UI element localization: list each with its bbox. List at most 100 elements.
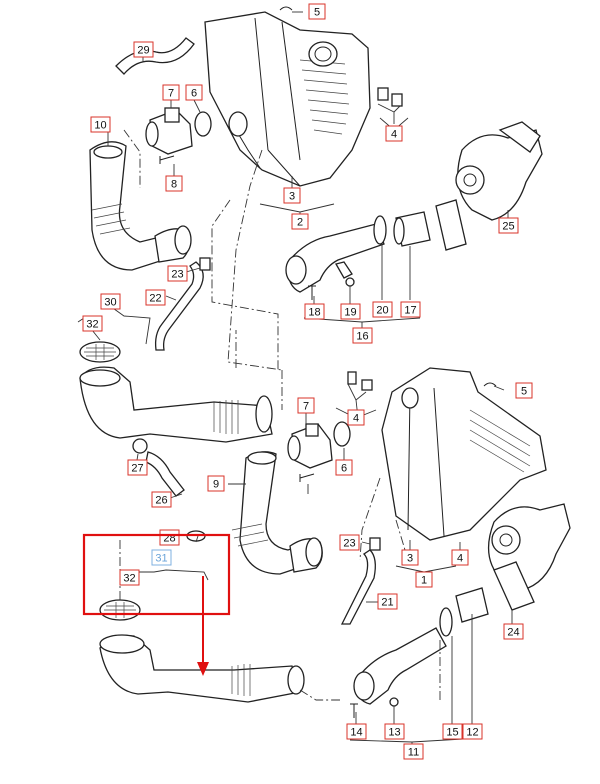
svg-text:12: 12 — [466, 727, 478, 739]
svg-text:20: 20 — [376, 305, 388, 317]
svg-text:29: 29 — [137, 45, 149, 57]
label-4-top: 4 — [385, 125, 403, 142]
highlight-arrow — [197, 576, 209, 676]
svg-text:31: 31 — [155, 553, 167, 565]
label-23-top: 23 — [167, 265, 188, 282]
highlight-frame — [82, 533, 231, 616]
svg-text:22: 22 — [149, 293, 161, 305]
label-21: 21 — [377, 593, 398, 610]
bolt-13 — [389, 697, 399, 707]
svg-text:23: 23 — [343, 538, 355, 550]
label-22: 22 — [145, 289, 166, 306]
svg-text:30: 30 — [104, 297, 116, 309]
label-7-top: 7 — [162, 84, 180, 101]
label-31-highlight: 31 — [151, 549, 172, 566]
seal-ring-6-bottom — [333, 421, 351, 447]
screw-group-4-top — [377, 87, 403, 107]
air-flow-sensor-top — [145, 107, 193, 155]
bolt-8-top — [159, 155, 175, 164]
intake-pipe-9 — [231, 451, 323, 575]
clip-5-bottom — [483, 382, 497, 387]
svg-text:14: 14 — [350, 727, 362, 739]
clip-23-top — [199, 257, 211, 271]
turbocharger-24-bottom — [488, 503, 571, 611]
svg-text:8: 8 — [171, 179, 177, 191]
label-28: 28 — [159, 529, 180, 546]
label-25: 25 — [498, 217, 519, 234]
seal-ring-6-top — [194, 111, 212, 137]
label-6-top: 6 — [185, 84, 203, 101]
intake-pipe-10-top — [89, 141, 192, 271]
svg-text:21: 21 — [381, 597, 393, 609]
clip-23-bottom — [369, 537, 381, 551]
label-4-bottom: 4 — [451, 549, 469, 566]
label-19: 19 — [340, 303, 361, 320]
label-10: 10 — [90, 116, 111, 133]
label-4-bottom-top: 4 — [347, 409, 365, 426]
svg-text:15: 15 — [446, 727, 458, 739]
svg-text:4: 4 — [391, 129, 397, 141]
screw-group-4-bottom — [347, 371, 373, 391]
svg-text:1: 1 — [421, 575, 427, 587]
label-27: 27 — [127, 459, 148, 476]
svg-text:3: 3 — [407, 553, 413, 565]
hose-22-top — [154, 261, 204, 351]
label-14: 14 — [346, 723, 367, 740]
clip-5-top — [279, 6, 293, 11]
bolt-14 — [350, 703, 358, 718]
svg-text:6: 6 — [341, 463, 347, 475]
svg-text:9: 9 — [213, 479, 219, 491]
svg-text:19: 19 — [344, 307, 356, 319]
svg-text:4: 4 — [457, 553, 463, 565]
hose-21 — [340, 549, 376, 625]
label-12: 12 — [462, 723, 483, 740]
label-23-bottom: 23 — [339, 534, 360, 551]
label-32-bottom: 32 — [119, 569, 140, 586]
label-13: 13 — [384, 723, 405, 740]
filter-screen-32-bottom — [99, 599, 141, 621]
hose-26 — [145, 451, 185, 497]
label-3-bottom: 3 — [401, 549, 419, 566]
label-32-top: 32 — [82, 315, 103, 332]
svg-text:13: 13 — [388, 727, 400, 739]
svg-text:3: 3 — [289, 191, 295, 203]
bolt-8-bottom — [299, 473, 315, 482]
svg-text:25: 25 — [502, 221, 514, 233]
svg-text:17: 17 — [404, 305, 416, 317]
label-1: 1 — [415, 571, 433, 588]
label-8-top: 8 — [165, 175, 183, 192]
label-24: 24 — [503, 623, 524, 640]
sleeve-12 — [455, 587, 489, 623]
charge-pipe-19-top — [285, 223, 385, 293]
svg-text:27: 27 — [131, 463, 143, 475]
label-5-bottom: 5 — [515, 382, 533, 399]
label-9: 9 — [207, 475, 225, 492]
svg-text:7: 7 — [303, 401, 309, 413]
label-7-bottom: 7 — [297, 397, 315, 414]
label-11: 11 — [403, 743, 424, 760]
svg-text:18: 18 — [308, 307, 320, 319]
label-29: 29 — [133, 41, 154, 58]
nut-19-top — [345, 277, 355, 287]
label-6-bottom: 6 — [335, 459, 353, 476]
air-flow-sensor-bottom — [287, 423, 333, 469]
svg-text:11: 11 — [408, 747, 419, 759]
air-duct-bottom — [99, 634, 305, 703]
label-26: 26 — [151, 491, 172, 508]
label-2: 2 — [291, 213, 309, 230]
charge-pipe-11 — [353, 627, 447, 705]
svg-text:4: 4 — [353, 413, 359, 425]
label-30: 30 — [100, 293, 121, 310]
clamp-20-top — [373, 215, 387, 245]
label-17: 17 — [400, 301, 421, 318]
svg-text:5: 5 — [314, 7, 320, 19]
label-3-top: 3 — [283, 187, 301, 204]
svg-text:2: 2 — [297, 217, 303, 229]
svg-text:32: 32 — [123, 573, 135, 585]
label-16: 16 — [352, 327, 373, 344]
clip-27 — [132, 438, 148, 454]
bolt-18-top — [308, 285, 316, 300]
hose-29-top — [115, 37, 195, 75]
